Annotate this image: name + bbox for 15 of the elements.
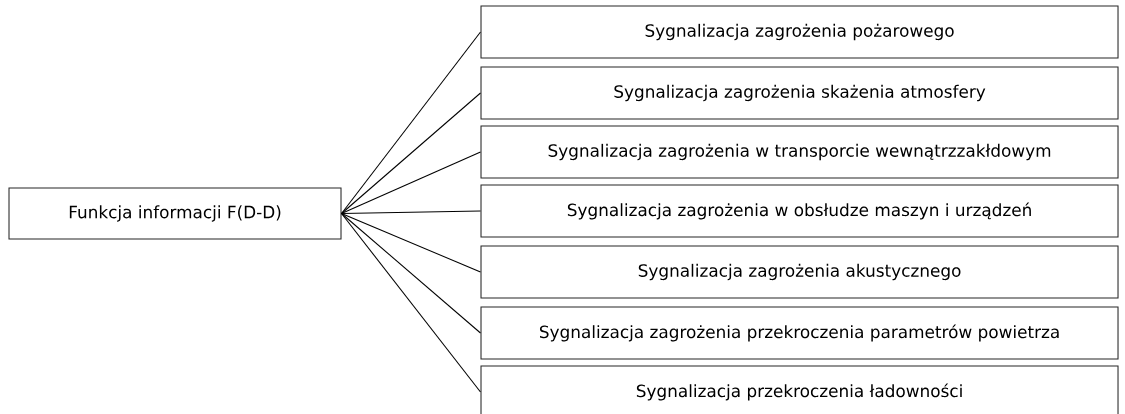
connector-line — [341, 213, 481, 334]
text-box: Sygnalizacja zagrożenia w obsłudze maszyn i urządzeń — [480, 184, 1119, 238]
text-box: Sygnalizacja zagrożenia w transporcie wewnątrzzakłdowym — [480, 125, 1119, 179]
connector-line — [341, 151, 481, 215]
connector-line — [341, 213, 481, 393]
text-box: Sygnalizacja zagrożenia pożarowego — [480, 5, 1119, 59]
text-box: Sygnalizacja zagrożenia akustycznego — [480, 245, 1119, 299]
text-box: Sygnalizacja przekroczenia ładowności — [480, 365, 1119, 414]
connector-line — [341, 92, 481, 215]
text-box: Sygnalizacja zagrożenia przekroczenia parametrów powietrza — [480, 306, 1119, 360]
connector-line — [341, 213, 481, 273]
connector-line — [341, 210, 481, 215]
text-box: Funkcja informacji F(D-D) — [8, 187, 342, 240]
connector-line — [341, 31, 481, 215]
text-box: Sygnalizacja zagrożenia skażenia atmosfery — [480, 66, 1119, 120]
